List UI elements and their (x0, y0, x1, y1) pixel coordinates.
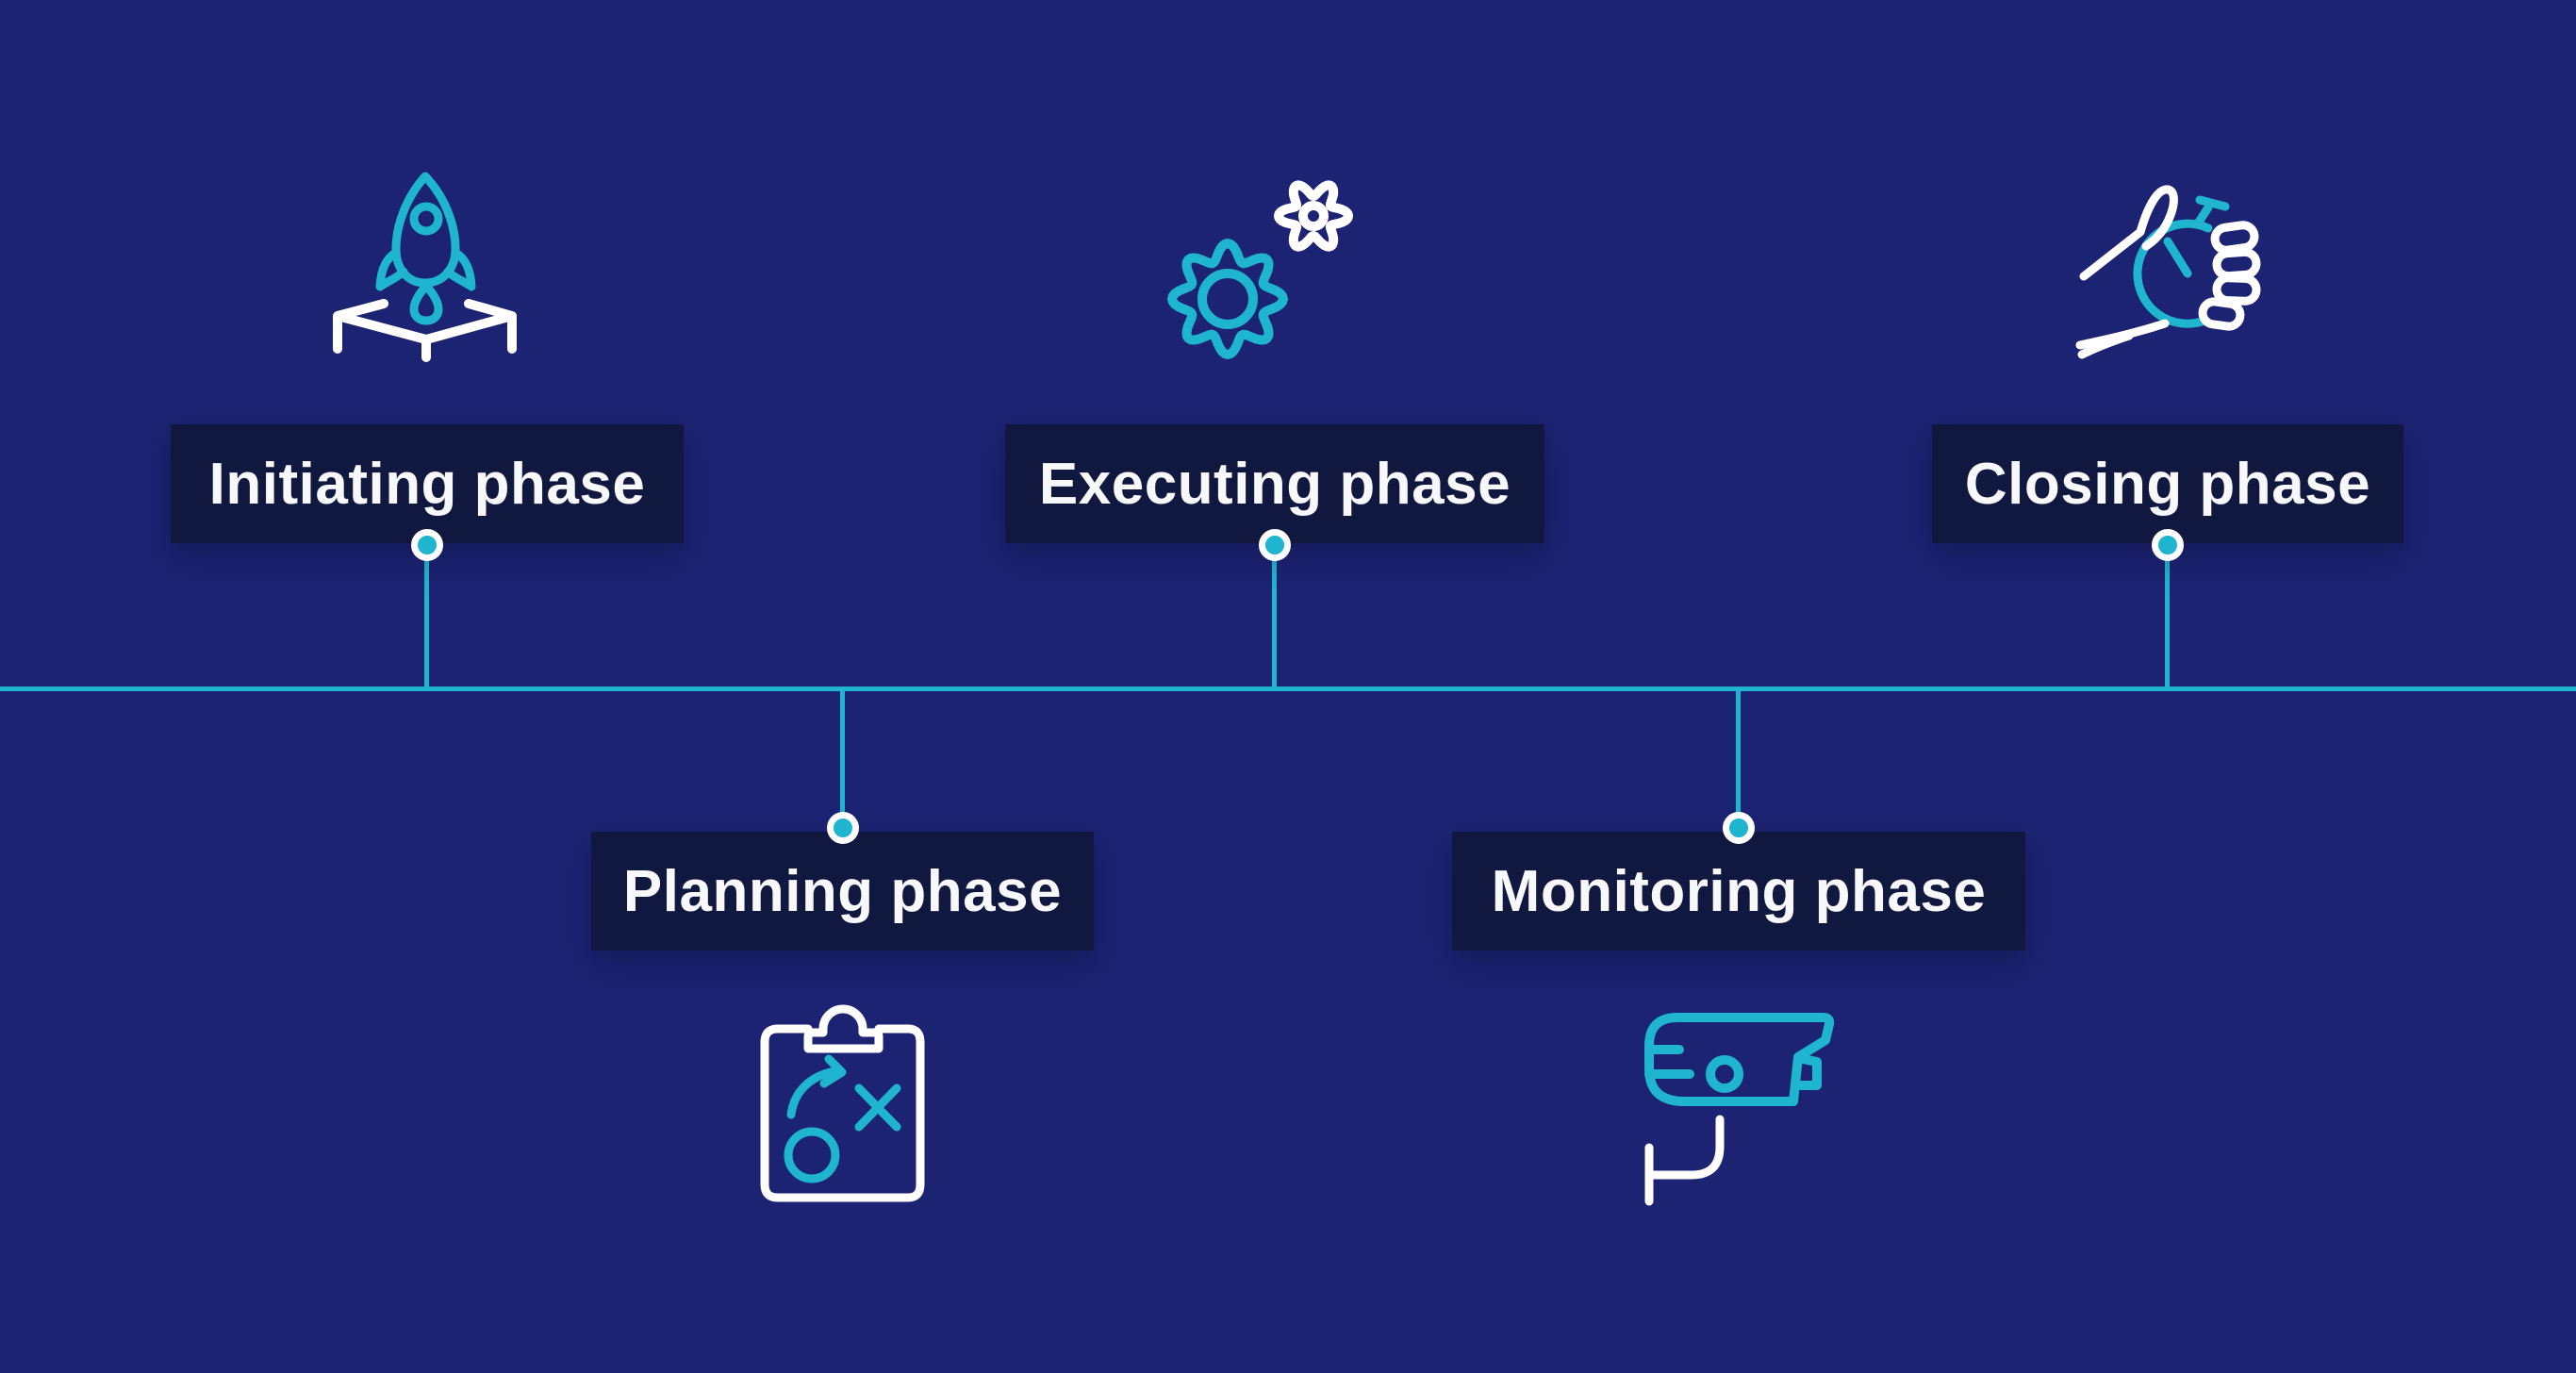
connector-line-planning (840, 689, 845, 828)
phase-label-executing: Executing phase (1038, 451, 1511, 517)
cctv-camera-icon (1644, 1013, 1835, 1206)
connector-line-closing (2165, 545, 2170, 686)
timeline-node-dot-executing (1259, 529, 1291, 561)
timeline-line (0, 686, 2576, 691)
phase-label-box-closing: Closing phase (1932, 424, 2403, 543)
timeline-node-dot-planning (827, 812, 859, 844)
timeline-node-dot-closing (2152, 529, 2184, 561)
phase-label-planning: Planning phase (622, 858, 1063, 924)
rocket-launch-icon (333, 172, 517, 362)
hand-stopwatch-icon (2075, 185, 2261, 359)
gears-icon (1167, 180, 1353, 359)
phase-label-monitoring: Monitoring phase (1491, 858, 1987, 924)
connector-line-executing (1272, 545, 1277, 686)
connector-line-initiating (424, 545, 429, 686)
phase-label-closing: Closing phase (1964, 451, 2371, 517)
phase-label-box-initiating: Initiating phase (171, 424, 684, 543)
phase-label-box-monitoring: Monitoring phase (1452, 832, 2025, 951)
phase-label-box-executing: Executing phase (1005, 424, 1544, 543)
timeline-node-dot-initiating (411, 529, 443, 561)
phase-label-initiating: Initiating phase (208, 451, 646, 517)
connector-line-monitoring (1736, 689, 1741, 828)
strategy-clipboard-icon (760, 1004, 925, 1202)
phase-label-box-planning: Planning phase (591, 832, 1094, 951)
timeline-node-dot-monitoring (1723, 812, 1755, 844)
